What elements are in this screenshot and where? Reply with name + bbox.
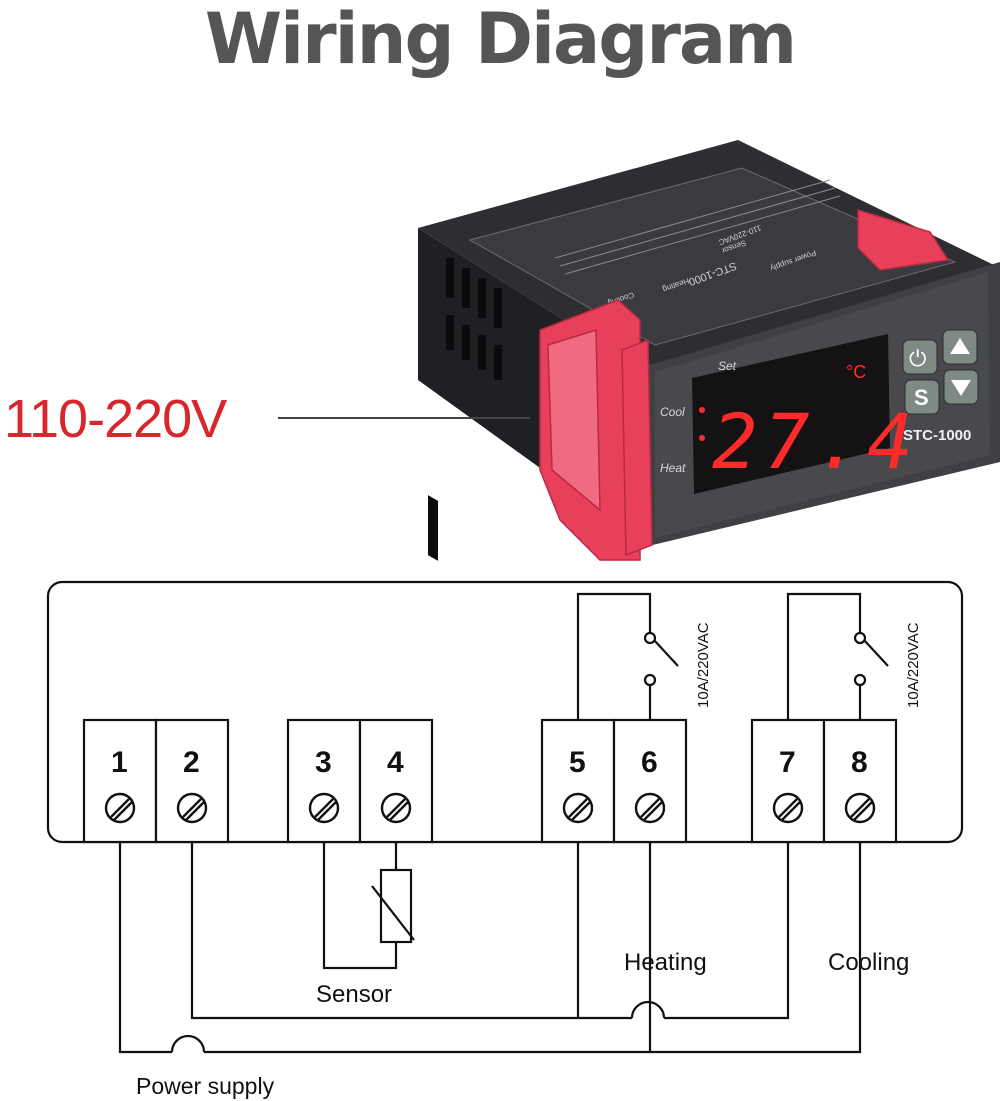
s-button-label: S xyxy=(914,385,929,410)
label-cool: Cool xyxy=(660,405,685,419)
terminal-block-5 xyxy=(540,718,616,844)
sensor-wire xyxy=(322,842,398,970)
terminal-block-1 xyxy=(82,718,158,844)
terminal-number-8: 8 xyxy=(851,746,868,779)
display-unit: °C xyxy=(846,362,866,382)
screw-icon xyxy=(772,792,804,824)
power-wire-crossing xyxy=(170,1034,206,1053)
page-title: Wiring Diagram xyxy=(204,0,797,80)
terminal-number-2: 2 xyxy=(183,746,200,779)
relay-1-rating: 10A/220VAC xyxy=(695,622,712,708)
display-value: 27.4 xyxy=(712,397,919,486)
power-wire-2 xyxy=(190,842,632,1020)
terminal-number-6: 6 xyxy=(641,746,658,779)
down-arrow-icon xyxy=(951,380,971,396)
power-wire-1 xyxy=(118,842,172,1054)
terminal-block-4 xyxy=(358,718,434,844)
relay-2-switch xyxy=(863,639,889,667)
terminal-block-2 xyxy=(154,718,230,844)
screw-icon xyxy=(634,792,666,824)
label-heat: Heat xyxy=(660,461,686,475)
terminal-number-1: 1 xyxy=(111,746,128,779)
terminal-number-5: 5 xyxy=(569,746,586,779)
terminal-number-3: 3 xyxy=(315,746,332,779)
led-display xyxy=(692,334,890,494)
label-set: Set xyxy=(718,359,737,373)
terminal-block-7 xyxy=(750,718,826,844)
heating-label: Heating xyxy=(624,949,707,976)
terminal-block-3 xyxy=(286,718,362,844)
power-button[interactable] xyxy=(902,339,938,375)
screw-icon xyxy=(844,792,876,824)
terminal-number-7: 7 xyxy=(779,746,796,779)
power-supply-label: Power supply xyxy=(136,1073,275,1099)
terminal-number-4: 4 xyxy=(387,746,404,779)
side-vents xyxy=(428,258,502,561)
screw-icons xyxy=(104,792,876,824)
screw-icon xyxy=(562,792,594,824)
power-button-icon: ⏻ xyxy=(909,346,926,371)
relay-2-loop xyxy=(786,592,862,720)
terminal-block-6 xyxy=(612,718,688,844)
screw-icon xyxy=(104,792,136,824)
device-model-label: STC-1000 xyxy=(903,427,971,444)
up-arrow-icon xyxy=(950,338,970,354)
relay-1-switch xyxy=(653,639,679,667)
relay-2-rating: 10A/220VAC xyxy=(905,622,922,708)
s-button[interactable] xyxy=(904,379,940,415)
relay-1-loop xyxy=(576,592,652,720)
mounting-clip-left xyxy=(539,299,653,561)
voltage-label: 110-220V xyxy=(4,389,227,449)
controller-outline xyxy=(46,580,964,844)
schematic xyxy=(46,580,964,1054)
sensor-label: Sensor xyxy=(316,981,392,1008)
terminal-numbers: 1 2 3 4 5 6 7 8 xyxy=(111,746,868,779)
screw-icon xyxy=(308,792,340,824)
stc-1000-device: STC-1000 Power supply Sensor 110-220VAC … xyxy=(418,140,1000,561)
cooling-label: Cooling xyxy=(828,949,909,976)
screw-icon xyxy=(380,792,412,824)
mounting-clip-right xyxy=(857,208,950,271)
screw-icon xyxy=(176,792,208,824)
terminal-block-8 xyxy=(822,718,898,844)
